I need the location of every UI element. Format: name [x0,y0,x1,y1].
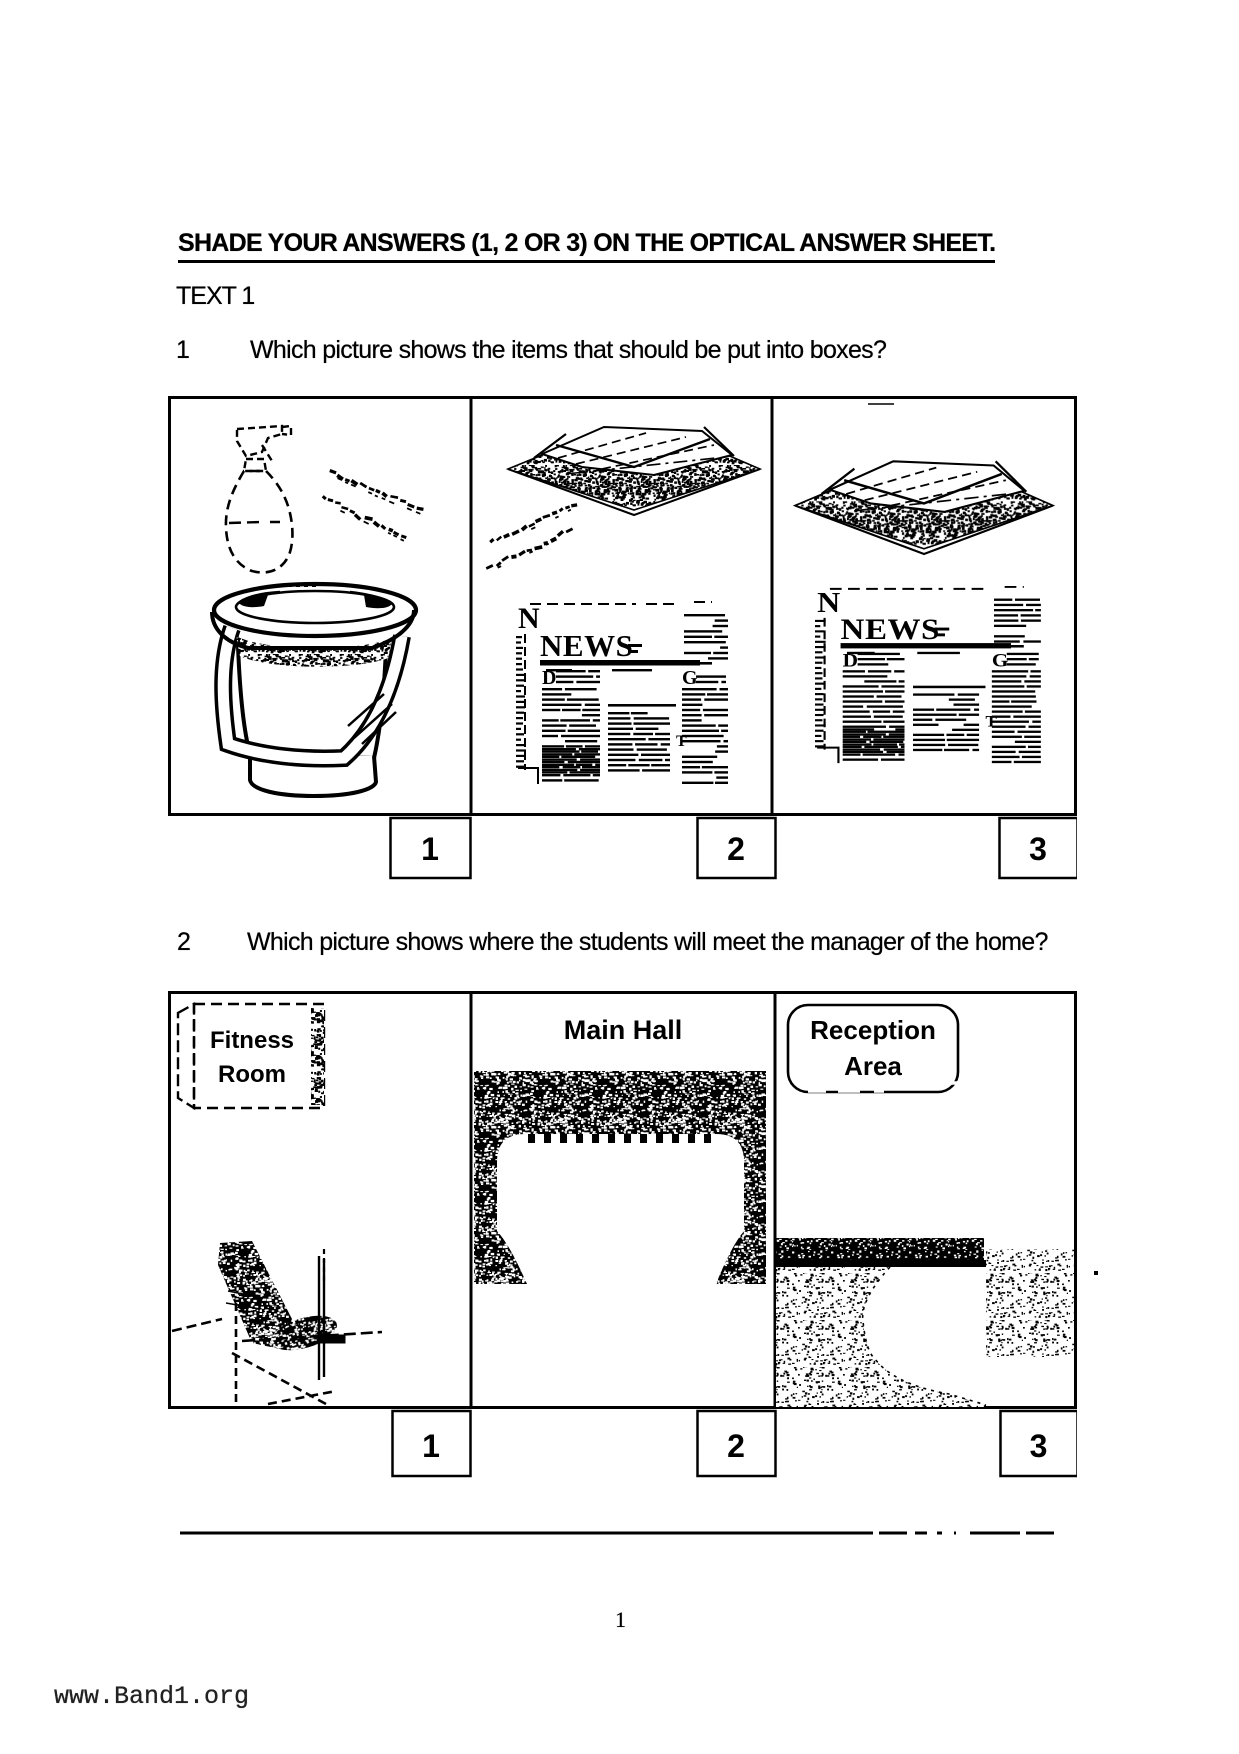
svg-text:G: G [992,650,1009,671]
svg-text:Room: Room [218,1061,286,1088]
svg-text:Area: Area [844,1051,902,1081]
svg-text:T: T [676,733,687,750]
svg-text:1: 1 [421,831,439,867]
svg-text:2: 2 [727,1428,745,1464]
svg-text:T: T [985,712,997,730]
svg-text:NEWS: NEWS [841,613,940,646]
svg-text:N: N [817,586,840,618]
svg-text:3: 3 [1029,831,1047,867]
svg-text:Reception: Reception [810,1015,936,1045]
svg-text:3: 3 [1030,1428,1048,1464]
svg-text:D: D [843,650,858,671]
svg-text:NEWS: NEWS [540,628,633,663]
svg-text:2: 2 [727,831,745,867]
svg-text:Fitness: Fitness [210,1027,294,1054]
svg-text:N: N [518,602,540,635]
svg-text:1: 1 [422,1428,440,1464]
svg-text:Main Hall: Main Hall [564,1015,683,1045]
svg-text:D: D [542,667,556,689]
svg-text:G: G [682,667,698,689]
